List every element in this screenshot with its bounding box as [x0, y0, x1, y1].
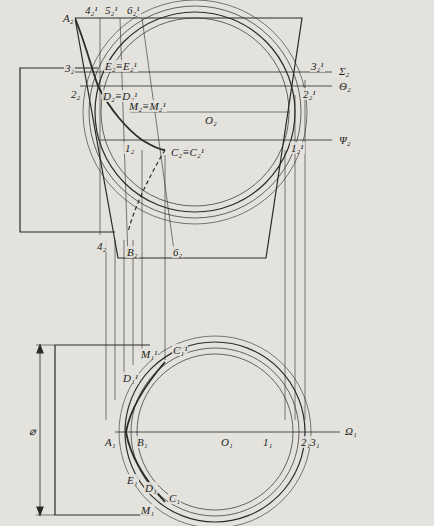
point-label: 1₁	[262, 436, 273, 448]
point-label: O₁	[220, 436, 234, 448]
auxiliary-sphere	[83, 0, 307, 224]
intersection-curve-hidden	[128, 150, 165, 232]
generator-line	[100, 18, 101, 235]
point-label: 2₂¹	[302, 88, 317, 100]
point-label: A₁	[104, 436, 117, 448]
point-label: 4₂¹	[84, 4, 99, 16]
point-label: E₂≡E₂¹	[104, 60, 138, 72]
extension-line	[36, 345, 55, 346]
point-label: B₂	[126, 246, 139, 258]
dimension-arrows	[37, 345, 43, 515]
point-label: 2₁3₁	[300, 436, 321, 448]
auxiliary-sphere	[101, 18, 289, 206]
diameter-symbol: ⌀	[28, 425, 37, 437]
point-label: 6₂	[172, 246, 183, 258]
point-label: 1₂¹	[290, 142, 305, 154]
point-label: O₂	[204, 114, 218, 126]
intersection-curve	[75, 18, 165, 150]
plane-omega	[115, 432, 340, 433]
point-label: D₁	[144, 482, 158, 494]
point-label: D₁¹	[122, 372, 139, 384]
point-label: 3₂	[64, 62, 75, 74]
point-label: Θ₂	[338, 80, 352, 92]
point-label: E₁	[126, 474, 139, 486]
cone-outline	[75, 18, 302, 258]
point-label: 3₂¹	[310, 60, 325, 72]
plane-psi	[100, 140, 332, 141]
point-label: B₁	[136, 436, 149, 448]
point-label: M₁¹	[140, 348, 158, 360]
sphere-outline	[95, 12, 295, 212]
point-label: 5₂¹	[104, 4, 119, 16]
point-label: A₂	[62, 12, 75, 24]
point-label: 2₂	[70, 88, 81, 100]
point-label: C₂≡C₂¹	[170, 146, 205, 158]
dimension-line	[40, 345, 41, 515]
projection-lines	[106, 80, 305, 420]
point-label: M₁	[140, 504, 155, 516]
plane-theta	[80, 86, 332, 87]
point-label: M₂≡M₂¹	[128, 100, 167, 112]
point-label: C₁¹	[172, 344, 188, 356]
point-label: C₁	[168, 492, 181, 504]
auxiliary-circle	[119, 336, 311, 526]
point-label: Σ₂	[338, 65, 350, 77]
generator-line	[120, 18, 128, 258]
generator-line	[142, 18, 175, 258]
point-label: 1₂	[124, 142, 135, 154]
point-label: Ψ₂	[338, 134, 352, 146]
point-label: 4₂	[96, 240, 107, 252]
point-label: 6₂¹	[126, 4, 141, 16]
extension-line	[36, 515, 55, 516]
point-label: Ω₁	[344, 425, 358, 437]
cylinder-plan	[55, 345, 150, 515]
